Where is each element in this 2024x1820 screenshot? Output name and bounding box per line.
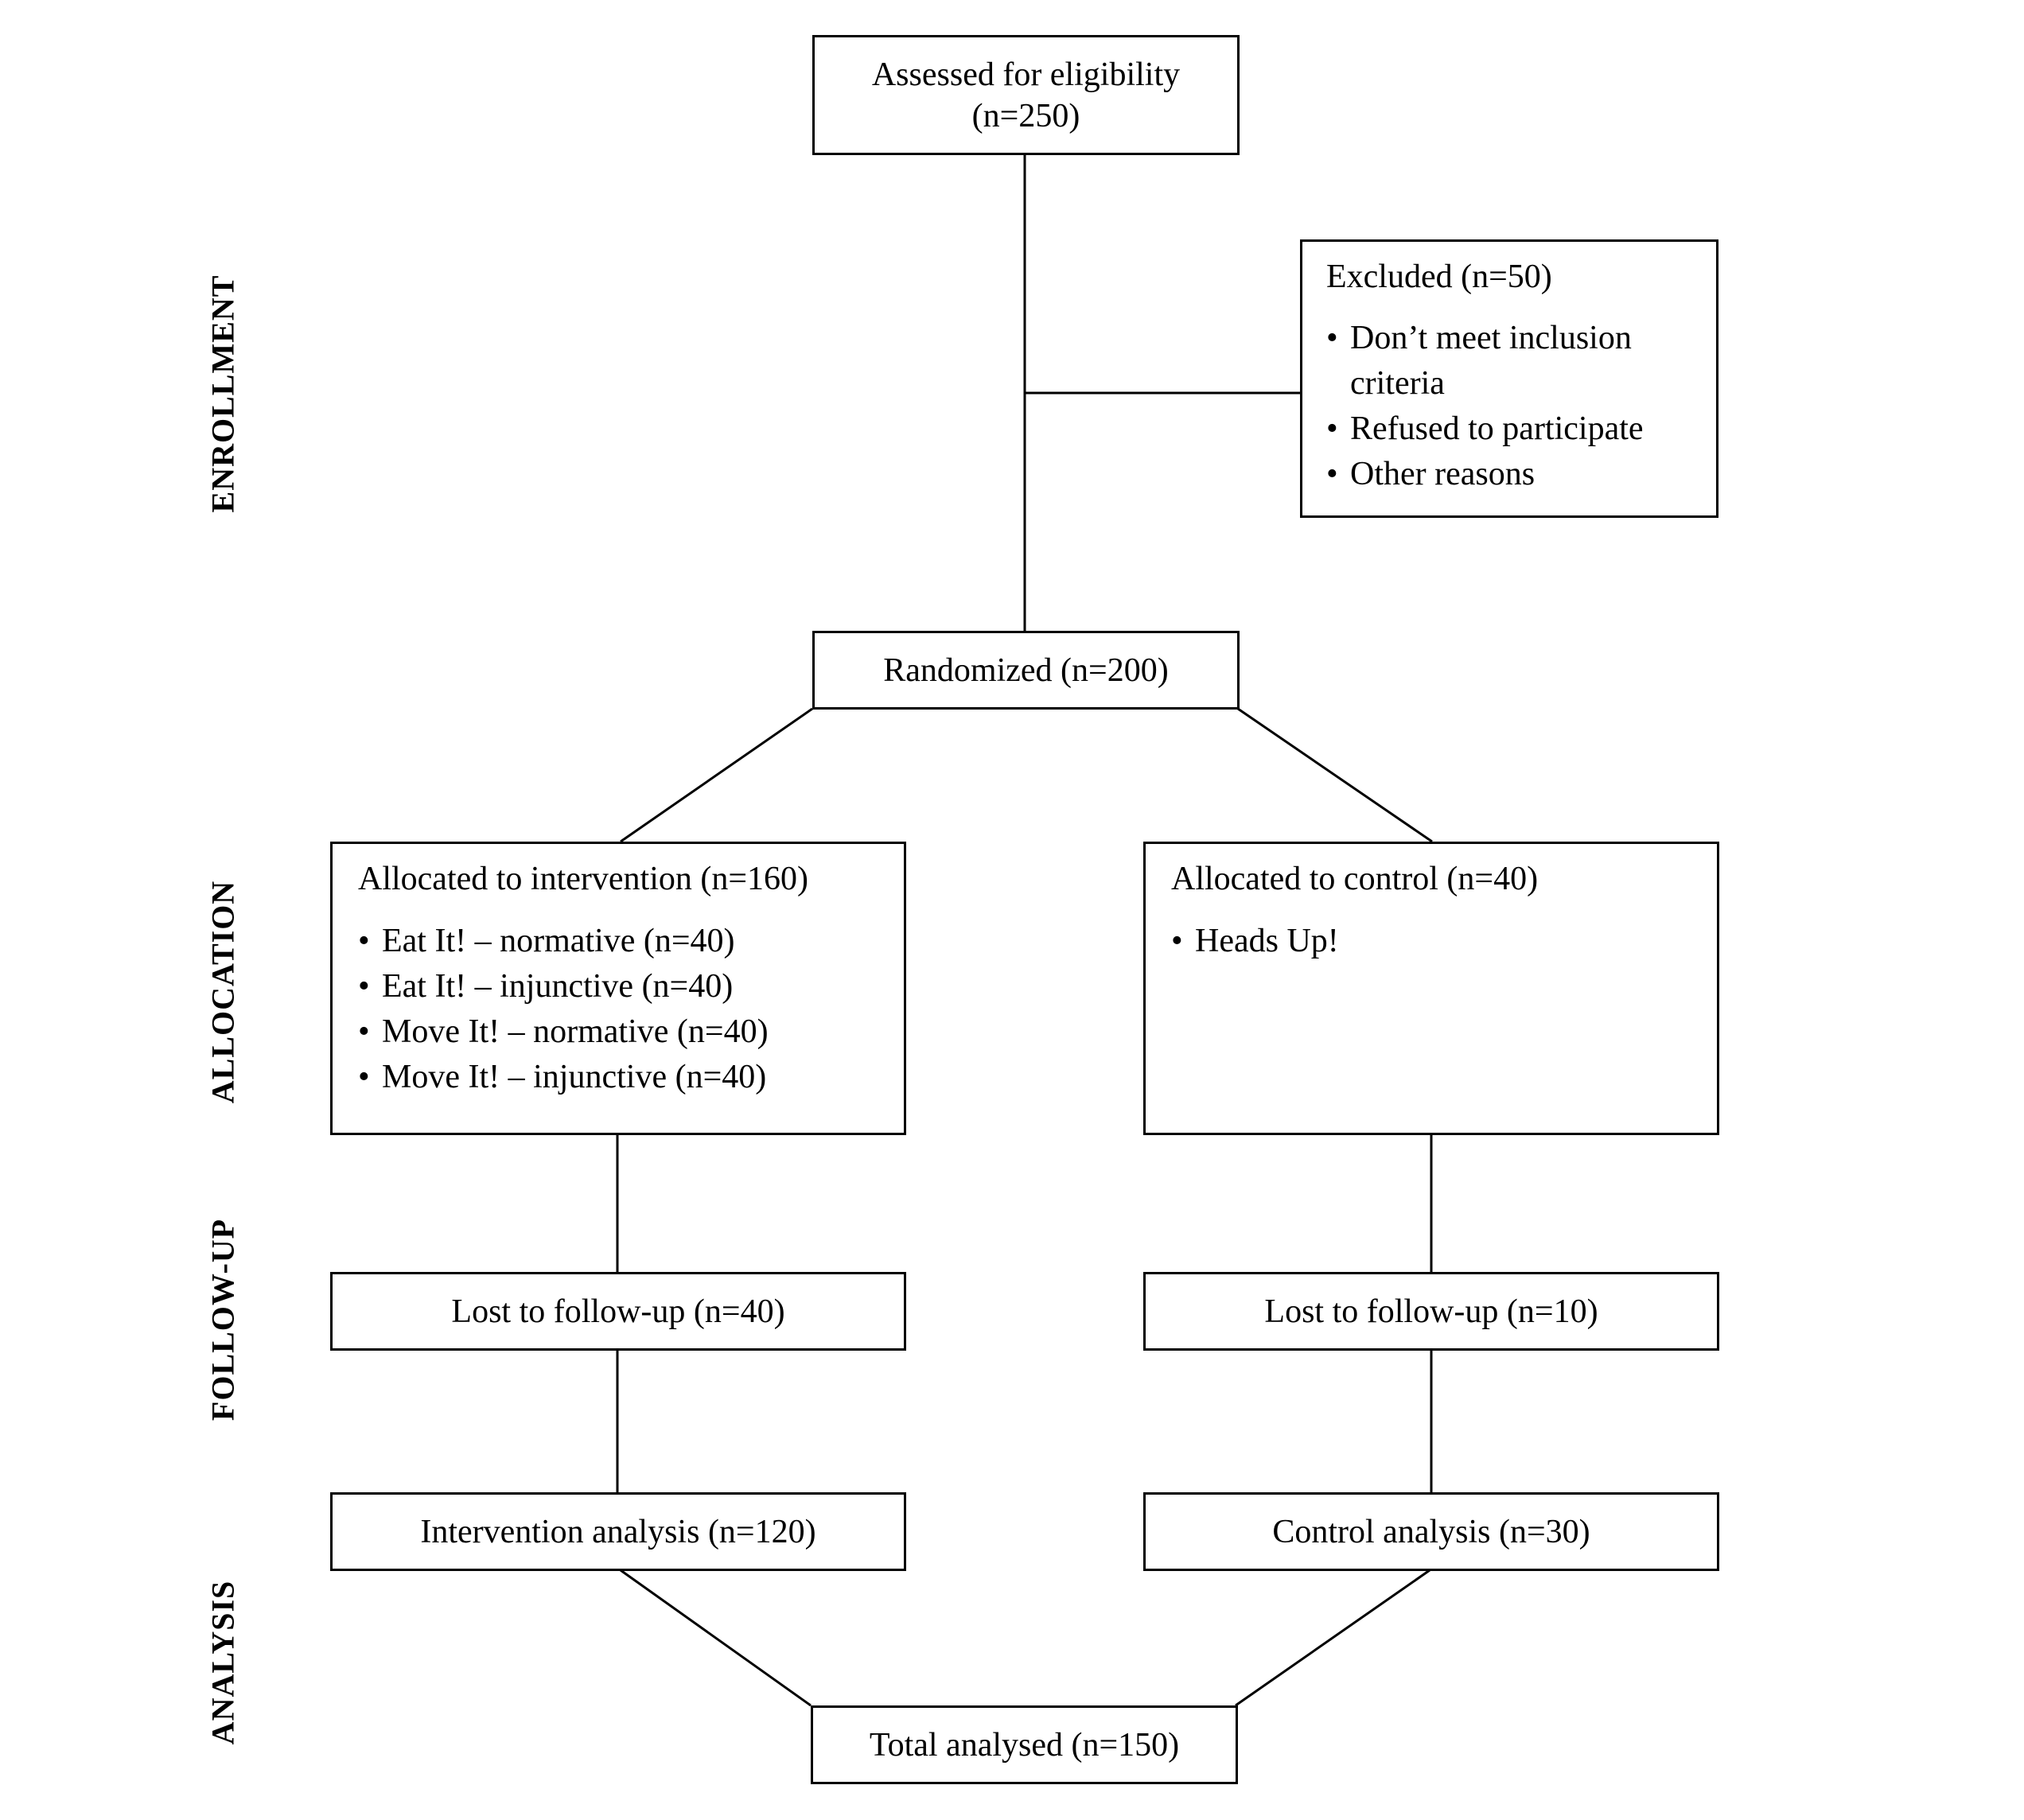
phase-label-analysis: ANALYSIS bbox=[204, 1580, 241, 1745]
intervention-arms-list: Eat It! – normative (n=40) Eat It! – inj… bbox=[358, 919, 904, 1100]
intervention-arm-item: Move It! – normative (n=40) bbox=[358, 1009, 904, 1055]
randomized-to-intervention-line bbox=[620, 707, 813, 843]
exclusion-reasons-list: Don’t meet inclusion criteria Refused to… bbox=[1326, 316, 1676, 497]
control-followup-box: Lost to follow-up (n=10) bbox=[1143, 1272, 1719, 1351]
assessed-box: Assessed for eligibility (n=250) bbox=[812, 35, 1240, 155]
control-allocation-title: Allocated to control (n=40) bbox=[1171, 861, 1539, 897]
excluded-box: Excluded (n=50) Don’t meet inclusion cri… bbox=[1300, 239, 1718, 518]
intervention-arm-item: Eat It! – normative (n=40) bbox=[358, 919, 904, 964]
intervention-arm-item: Eat It! – injunctive (n=40) bbox=[358, 964, 904, 1009]
exclusion-reason-item: Don’t meet inclusion criteria bbox=[1326, 316, 1676, 406]
intervention-analysis-to-total-line bbox=[620, 1569, 812, 1707]
phase-label-follow-up: FOLLOW-UP bbox=[204, 1218, 241, 1421]
phase-label-enrollment: ENROLLMENT bbox=[204, 274, 241, 513]
control-allocation-box: Allocated to control (n=40) Heads Up! bbox=[1143, 842, 1719, 1135]
intervention-arm-item: Move It! – injunctive (n=40) bbox=[358, 1055, 904, 1100]
control-analysis-box: Control analysis (n=30) bbox=[1143, 1492, 1719, 1571]
intervention-allocation-title: Allocated to intervention (n=160) bbox=[358, 861, 809, 897]
exclusion-reason-item: Refused to participate bbox=[1326, 406, 1676, 452]
assessed-label: Assessed for eligibility bbox=[871, 56, 1181, 93]
phase-label-allocation: ALLOCATION bbox=[204, 880, 241, 1104]
total-analysed-box: Total analysed (n=150) bbox=[811, 1705, 1238, 1784]
control-arms-list: Heads Up! bbox=[1171, 919, 1717, 964]
excluded-title: Excluded (n=50) bbox=[1326, 259, 1552, 295]
assessed-count: (n=250) bbox=[971, 97, 1080, 134]
intervention-followup-box: Lost to follow-up (n=40) bbox=[330, 1272, 906, 1351]
control-analysis-to-total-line bbox=[1235, 1569, 1430, 1707]
randomized-box: Randomized (n=200) bbox=[812, 631, 1240, 710]
intervention-allocation-box: Allocated to intervention (n=160) Eat It… bbox=[330, 842, 906, 1135]
randomized-to-control-line bbox=[1237, 707, 1433, 843]
control-arm-item: Heads Up! bbox=[1171, 919, 1717, 964]
exclusion-reason-item: Other reasons bbox=[1326, 452, 1676, 497]
intervention-analysis-box: Intervention analysis (n=120) bbox=[330, 1492, 906, 1571]
